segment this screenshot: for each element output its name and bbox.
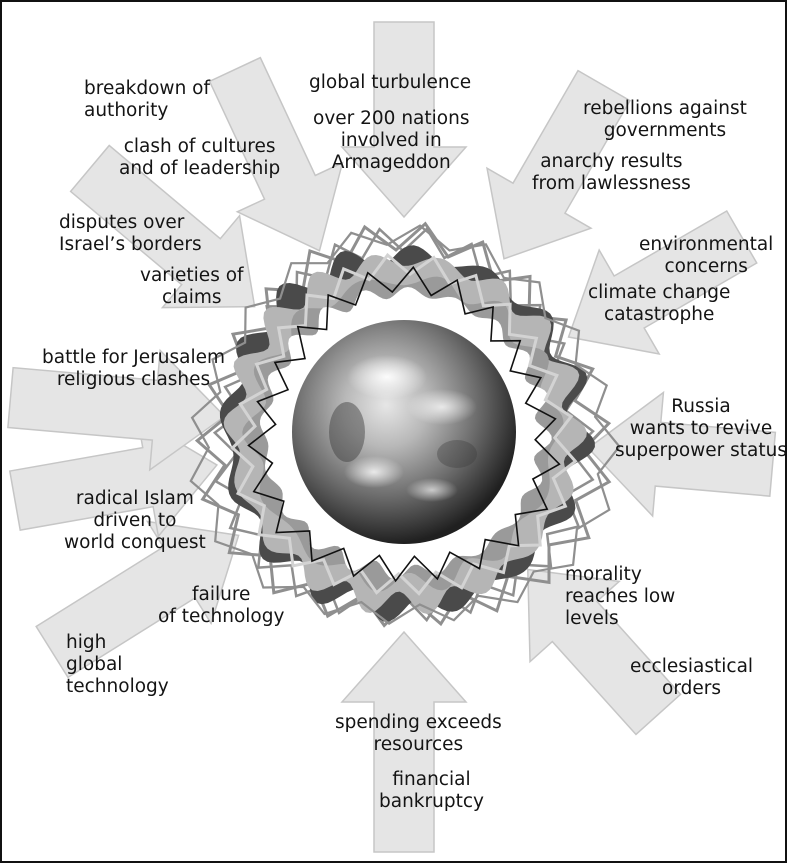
label-clash-of-cultures: clash of cultures and of leadership	[119, 136, 280, 180]
label-battle-jerusalem: battle for Jerusalem religious clashes	[42, 347, 225, 391]
label-rebellions: rebellions against governments	[583, 98, 747, 142]
label-over-200-nations: over 200 nations involved in Armageddon	[313, 108, 469, 174]
label-climate-change: climate change catastrophe	[588, 282, 730, 326]
label-financial-bankruptcy: financial bankruptcy	[379, 769, 484, 813]
label-spending: spending exceeds resources	[335, 712, 502, 756]
label-failure-of-technology: failure of technology	[158, 584, 284, 628]
label-ecclesiastical: ecclesiastical orders	[630, 656, 753, 700]
label-environmental-concerns: environmental concerns	[639, 234, 773, 278]
earth-globe-icon	[292, 320, 516, 544]
label-breakdown-of-authority: breakdown of authority	[84, 78, 210, 122]
label-anarchy: anarchy results from lawlessness	[532, 151, 691, 195]
label-high-global-technology: high global technology	[66, 632, 169, 698]
label-global-turbulence: global turbulence	[309, 72, 471, 94]
label-russia: Russia wants to revive superpower status	[615, 396, 787, 462]
label-morality: morality reaches low levels	[565, 564, 675, 630]
label-varieties-of-claims: varieties of claims	[140, 265, 244, 309]
label-radical-islam: radical Islam driven to world conquest	[64, 488, 206, 554]
label-disputes-israel: disputes over Israel’s borders	[59, 212, 202, 256]
